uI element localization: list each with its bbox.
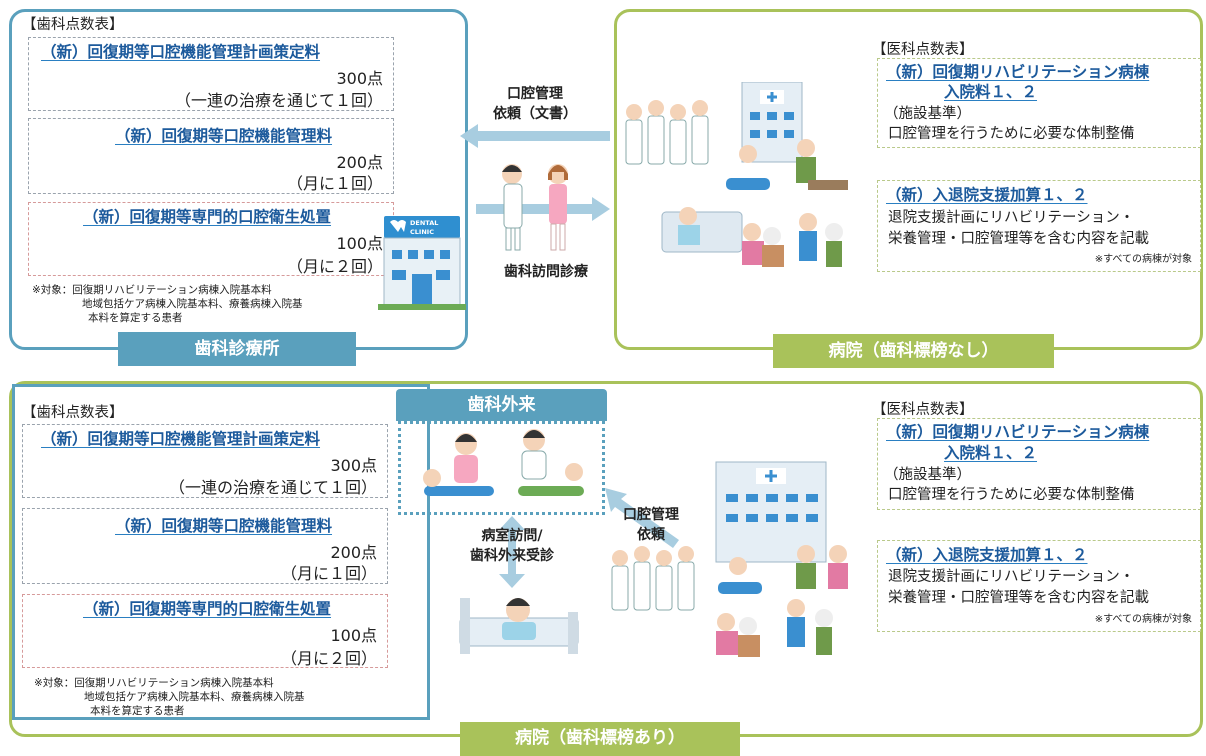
medical-item-2-line1: 退院支援計画にリハビリテーション・ <box>888 569 1135 585</box>
hospital-item-2-line2: 栄養管理・口腔管理等を含む内容を記載 <box>888 231 1149 247</box>
medical-item-1: （新）回復期リハビリテーション病棟 入院料１、２ （施設基準） 口腔管理を行うた… <box>877 418 1201 510</box>
dental-dept-table-header: 【歯科点数表】 <box>22 405 124 421</box>
request-document-line1: 口腔管理 <box>507 86 563 102</box>
hospital-staff-scene-icon <box>625 82 848 267</box>
hospital-item-2-title: （新）入退院支援加算１、２ <box>886 186 1088 204</box>
dental-dept-target-note: ※対象：回復期リハビリテーション病棟入院基本料 地域包括ケア病棟入院基本料、療養… <box>34 676 305 718</box>
dental-dept-item-3: （新）回復期等専門的口腔衛生処置 100点 （月に２回） <box>22 594 388 668</box>
hospital-item-1-line2: 口腔管理を行うために必要な体制整備 <box>888 126 1135 142</box>
clinic-item-2-points: 200点 <box>336 153 383 172</box>
oral-care-request-label: 口腔管理 依頼 <box>610 505 692 545</box>
medical-item-1-title-line2: 入院料１、２ <box>944 444 1038 462</box>
medical-item-2: （新）入退院支援加算１、２ 退院支援計画にリハビリテーション・ 栄養管理・口腔管… <box>877 540 1201 632</box>
clinic-item-3-title: （新）回復期等専門的口腔衛生処置 <box>83 208 332 226</box>
clinic-target-note: ※対象：回復期リハビリテーション病棟入院基本料 地域包括ケア病棟入院基本料、療養… <box>32 283 303 325</box>
dental-dept-item-1-freq: （一連の治療を通じて１回） <box>168 478 377 497</box>
ward-visit-line2: 歯科外来受診 <box>470 548 554 564</box>
dental-dept-item-3-title: （新）回復期等専門的口腔衛生処置 <box>83 600 332 618</box>
dental-outpatient-label: 歯科外来 <box>396 389 607 421</box>
medical-item-1-line1: （施設基準） <box>884 467 971 483</box>
ward-visit-label: 病室訪問/ 歯科外来受診 <box>462 526 562 566</box>
clinic-note-line2: 地域包括ケア病棟入院基本料、療養病棟入院基 <box>82 298 303 310</box>
clinic-item-1: （新）回復期等口腔機能管理計画策定料 300点 （一連の治療を通じて１回） <box>28 37 394 111</box>
clinic-item-1-points: 300点 <box>336 69 383 88</box>
dental-dept-item-2: （新）回復期等口腔機能管理料 200点 （月に１回） <box>22 508 388 584</box>
dental-dept-item-1: （新）回復期等口腔機能管理計画策定料 300点 （一連の治療を通じて１回） <box>22 424 388 498</box>
oral-care-request-line1: 口腔管理 <box>623 507 679 523</box>
clinic-item-2-title: （新）回復期等口腔機能管理料 <box>115 127 333 145</box>
dental-clinic-footer-badge: 歯科診療所 <box>118 332 356 366</box>
hospital-item-1-title-line1: （新）回復期リハビリテーション病棟 <box>886 63 1150 81</box>
dental-dept-note-line3: 本料を算定する患者 <box>90 705 185 717</box>
medical-item-2-line2: 栄養管理・口腔管理等を含む内容を記載 <box>888 590 1149 606</box>
home-visit-label: 歯科訪問診療 <box>504 264 588 280</box>
dental-dept-item-3-points: 100点 <box>330 626 377 645</box>
medical-item-2-note: ※すべての病棟が対象 <box>1094 614 1192 625</box>
dental-dept-item-2-points: 200点 <box>330 543 377 562</box>
clinic-item-3: （新）回復期等専門的口腔衛生処置 100点 （月に２回） <box>28 202 394 276</box>
medical-item-1-line2: 口腔管理を行うために必要な体制整備 <box>888 487 1135 503</box>
hospital-item-1-line1: （施設基準） <box>884 106 971 122</box>
clinic-item-1-title: （新）回復期等口腔機能管理計画策定料 <box>41 43 321 61</box>
dental-clinic-sign-text: DENTAL <box>410 219 438 227</box>
hospital-item-2-note: ※すべての病棟が対象 <box>1094 254 1192 265</box>
ward-visit-line1: 病室訪問/ <box>481 528 543 544</box>
patient-in-bed-icon <box>459 598 579 654</box>
medical-item-1-title-line1: （新）回復期リハビリテーション病棟 <box>886 423 1150 441</box>
hospital-item-1: （新）回復期リハビリテーション病棟 入院料１、２ （施設基準） 口腔管理を行うた… <box>877 58 1201 148</box>
request-arrow-left <box>460 124 610 148</box>
dental-outpatient-box <box>398 421 605 515</box>
clinic-item-1-freq: （一連の治療を通じて１回） <box>174 91 383 110</box>
clinic-note-line1: ※対象：回復期リハビリテーション病棟入院基本料 <box>32 284 272 296</box>
hospital-with-dental-footer-badge: 病院（歯科標榜あり） <box>460 722 740 756</box>
dental-dept-note-line1: ※対象：回復期リハビリテーション病棟入院基本料 <box>34 677 274 689</box>
oral-care-request-arrow <box>605 488 679 548</box>
dental-clinic-building-icon: DENTAL CLINIC <box>378 216 466 310</box>
hospital-no-dental-footer-badge: 病院（歯科標榜なし） <box>773 334 1054 368</box>
dental-dept-item-2-freq: （月に１回） <box>280 564 377 583</box>
dental-dept-item-2-title: （新）回復期等口腔機能管理料 <box>115 517 333 535</box>
clinic-item-2-freq: （月に１回） <box>286 174 383 193</box>
hospital-item-2: （新）入退院支援加算１、２ 退院支援計画にリハビリテーション・ 栄養管理・口腔管… <box>877 180 1201 272</box>
clinic-table-header: 【歯科点数表】 <box>22 17 124 33</box>
svg-text:CLINIC: CLINIC <box>410 228 434 236</box>
hospital-item-1-title-line2: 入院料１、２ <box>944 83 1038 101</box>
dental-chair-treatment-icon <box>423 429 584 496</box>
dental-dept-item-1-points: 300点 <box>330 456 377 475</box>
request-document-line2: 依頼（文書） <box>493 106 577 122</box>
clinic-item-3-freq: （月に２回） <box>286 257 383 276</box>
hospital-with-dental-scene-icon <box>611 461 848 657</box>
clinic-note-line3: 本料を算定する患者 <box>88 312 183 324</box>
dental-dept-item-1-title: （新）回復期等口腔機能管理計画策定料 <box>41 430 321 448</box>
oral-care-request-line2: 依頼 <box>637 527 665 543</box>
dentist-and-hygienist-icon <box>502 164 568 251</box>
hospital-item-2-line1: 退院支援計画にリハビリテーション・ <box>888 210 1135 226</box>
home-visit-arrow-right <box>476 197 610 221</box>
dental-dept-note-line2: 地域包括ケア病棟入院基本料、療養病棟入院基 <box>84 691 305 703</box>
medical-item-2-title: （新）入退院支援加算１、２ <box>886 546 1088 564</box>
dental-dept-item-3-freq: （月に２回） <box>280 649 377 668</box>
ward-visit-double-arrow <box>499 516 525 588</box>
medical-table-header: 【医科点数表】 <box>872 402 974 418</box>
request-document-label: 口腔管理 依頼（文書） <box>486 84 584 124</box>
clinic-item-2: （新）回復期等口腔機能管理料 200点 （月に１回） <box>28 118 394 194</box>
hospital-table-header: 【医科点数表】 <box>872 42 974 58</box>
clinic-item-3-points: 100点 <box>336 234 383 253</box>
